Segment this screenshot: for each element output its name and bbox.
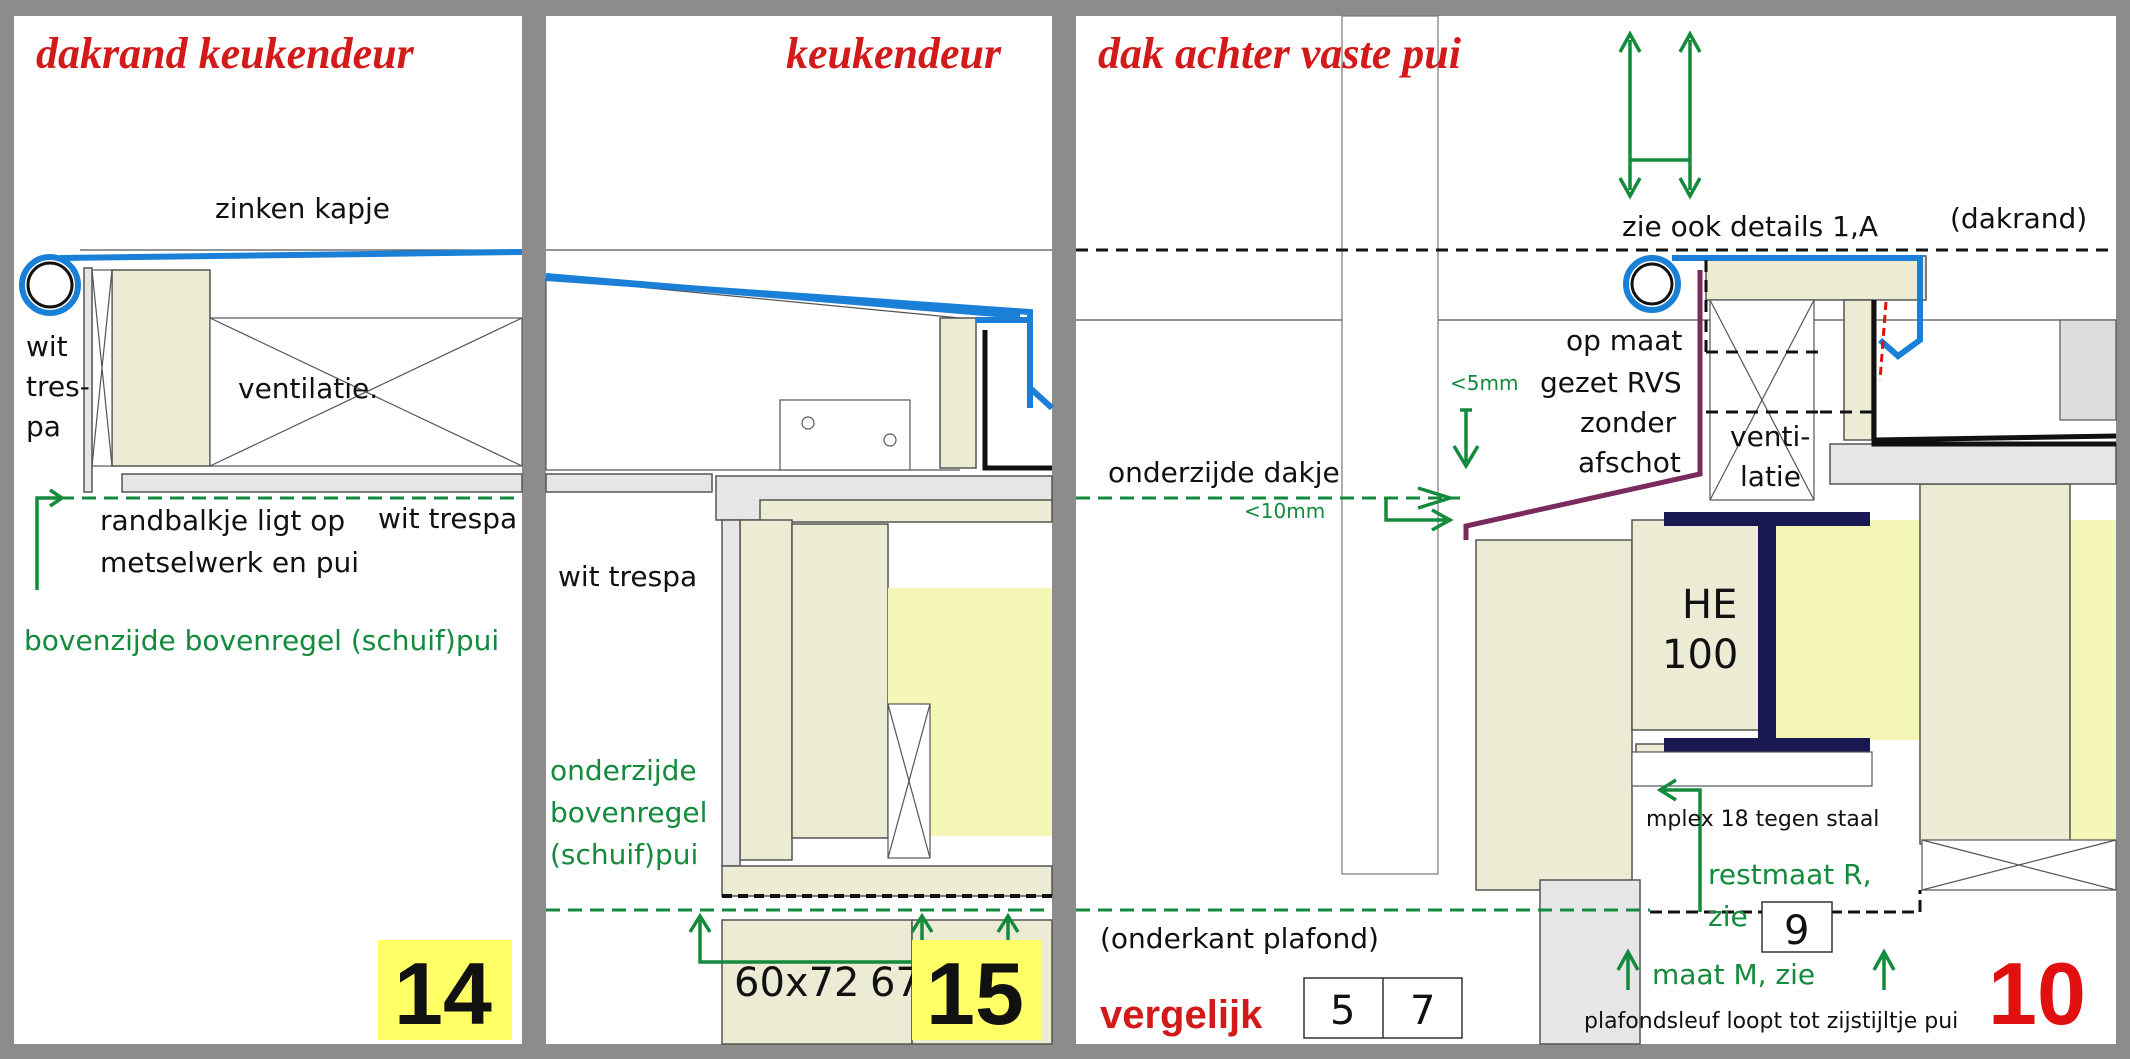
trespa-board [121, 473, 523, 493]
label-ventilatie: ventilatie. [238, 372, 378, 405]
label-restmaat: restmaat R, [1708, 858, 1872, 891]
roof-beam [1705, 255, 1927, 301]
label-wit-trespa-2: wit trespa [558, 560, 697, 593]
label-onderzijde-1: onderzijde [550, 754, 697, 787]
label-zie-ook: zie ook details 1,A [1622, 210, 1878, 243]
label-dakrand: (dakrand) [1950, 202, 2087, 235]
label-wit: wit [26, 330, 68, 363]
wood-beam [111, 269, 211, 467]
label-randbalkje-2: metselwerk en pui [100, 546, 359, 579]
label-vergelijk: vergelijk [1100, 993, 1263, 1037]
label-mplex: mplex 18 tegen staal [1646, 807, 1879, 832]
zinc-cap [59, 249, 523, 261]
label-onderkant-plafond: (onderkant plafond) [1100, 922, 1379, 955]
label-wit-trespa-1: wit trespa [378, 502, 517, 535]
label-op-maat-3: zonder [1580, 406, 1677, 439]
detail-number-14: 14 [394, 944, 492, 1043]
panel-1-title: dakrand keukendeur [36, 29, 415, 78]
label-pa: pa [26, 410, 61, 443]
detail-number-tag-10 [1970, 940, 2110, 1040]
label-maat-m: maat M, zie [1652, 958, 1815, 991]
label-bovenzijde-bovenregel: bovenzijde bovenregel (schuif)pui [24, 624, 499, 657]
he100-bottom-flange [1664, 738, 1870, 752]
label-he: HE [1682, 582, 1737, 628]
label-op-maat-1: op maat [1566, 324, 1682, 357]
label-60x72: 60x72 [734, 960, 859, 1006]
panel-3-title: dak achter vaste pui [1098, 29, 1462, 78]
label-plafondsleuf: plafondsleuf loopt tot zijstijltje pui [1584, 1009, 1958, 1034]
label-tres: tres- [26, 370, 90, 403]
he100-web [1758, 526, 1776, 738]
label-op-maat-2: gezet RVS [1540, 366, 1682, 399]
label-onderzijde-2: bovenregel [550, 796, 707, 829]
panel-2-title: keukendeur [786, 29, 1002, 78]
label-onderzijde-3: (schuif)pui [550, 838, 698, 871]
ref-box-9-text: 9 [1784, 908, 1809, 954]
ref-box-9 [1761, 901, 1833, 953]
label-zie: zie [1708, 900, 1748, 933]
panel-dak-achter-vaste-pui: dak achter vaste pui zie ook details 1,A… [1076, 15, 2117, 1045]
column [1341, 15, 1439, 875]
label-venti: venti- [1730, 420, 1810, 453]
zinc-cap-3 [1672, 255, 1923, 360]
rvs-flashing [1463, 270, 1703, 540]
panel-keukendeur: keukendeur wit trespa onderzijde bovenre… [545, 16, 1055, 1045]
detail-number-tag-14 [378, 940, 512, 1040]
ref-box-7: 7 [1410, 988, 1435, 1034]
label-op-maat-4: afschot [1578, 446, 1681, 479]
label-he-100: 100 [1662, 632, 1738, 678]
detail-number-10: 10 [1988, 944, 2086, 1043]
panel-1-background [14, 16, 522, 1044]
label-onderzijde-dakje: onderzijde dakje [1108, 456, 1340, 489]
detail-number-15: 15 [926, 944, 1024, 1043]
panel-dakrand-keukendeur: dakrand keukendeur zinken kapje wit tres… [14, 16, 523, 1044]
label-randbalkje-1: randbalkje ligt op [100, 504, 345, 537]
label-latie: latie [1740, 460, 1801, 493]
detail-number-tag-15 [912, 940, 1042, 1040]
label-lt-10mm: <10mm [1244, 499, 1325, 523]
inner-wall [1475, 539, 1633, 891]
label-lt-5mm: <5mm [1450, 371, 1518, 395]
label-zinken-kapje: zinken kapje [215, 192, 390, 225]
ref-box-5: 5 [1330, 988, 1355, 1034]
he100-top-flange [1664, 512, 1870, 526]
